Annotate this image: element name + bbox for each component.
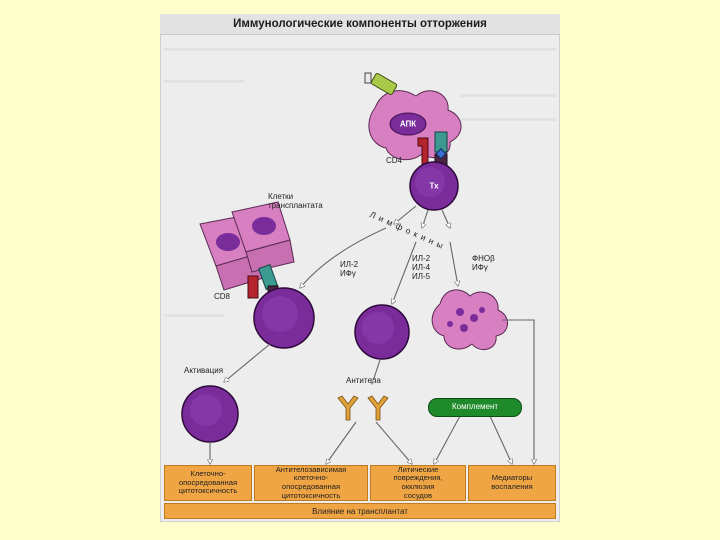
complement-pill: Комплемент (428, 398, 522, 417)
antibody-icon (337, 395, 389, 421)
adcc-box: Антителозависимая клеточно- опосредованн… (254, 465, 368, 501)
diagram-title: Иммунологические компоненты отторжения (160, 14, 560, 35)
antibodies-label: Антитела (346, 376, 381, 385)
activation-label: Активация (184, 366, 224, 375)
cd8-label: CD8 (214, 292, 231, 301)
background-texture (164, 48, 556, 317)
lytic-damage-box: Литические повреждения, окклюзия сосудов (370, 465, 466, 501)
il2-ifn-label: ИЛ-2 ИФγ (340, 260, 359, 279)
b-cell (354, 304, 410, 360)
macrophage-cell (431, 289, 508, 351)
cd4-label: CD4 (386, 156, 403, 165)
graft-cells-label: Клетки трансплантата (268, 192, 323, 211)
interleukins-label: ИЛ-2 ИЛ-4 ИЛ-5 (412, 254, 431, 282)
graft-impact-bar: Влияние на трансплантат (164, 503, 556, 519)
cell-mediated-cytotoxicity-box: Клеточно- опосредованная цитотоксичность (164, 465, 252, 501)
rejection-diagram: Иммунологические компоненты отторжения (160, 14, 560, 522)
diagram-graphics (164, 48, 556, 522)
antigen-fragment (364, 72, 398, 95)
arrows (210, 205, 534, 464)
th-cell (409, 161, 459, 211)
activated-cell (181, 385, 239, 443)
inflammation-mediators-box: Медиаторы воспаления (468, 465, 556, 501)
tnf-ifn-label: ФНОβ ИФγ (472, 254, 495, 273)
th-label: Тх (429, 181, 439, 191)
cd8-t-cell (253, 287, 315, 349)
apc-label: АПК (399, 119, 417, 129)
graft-cells (199, 201, 295, 291)
